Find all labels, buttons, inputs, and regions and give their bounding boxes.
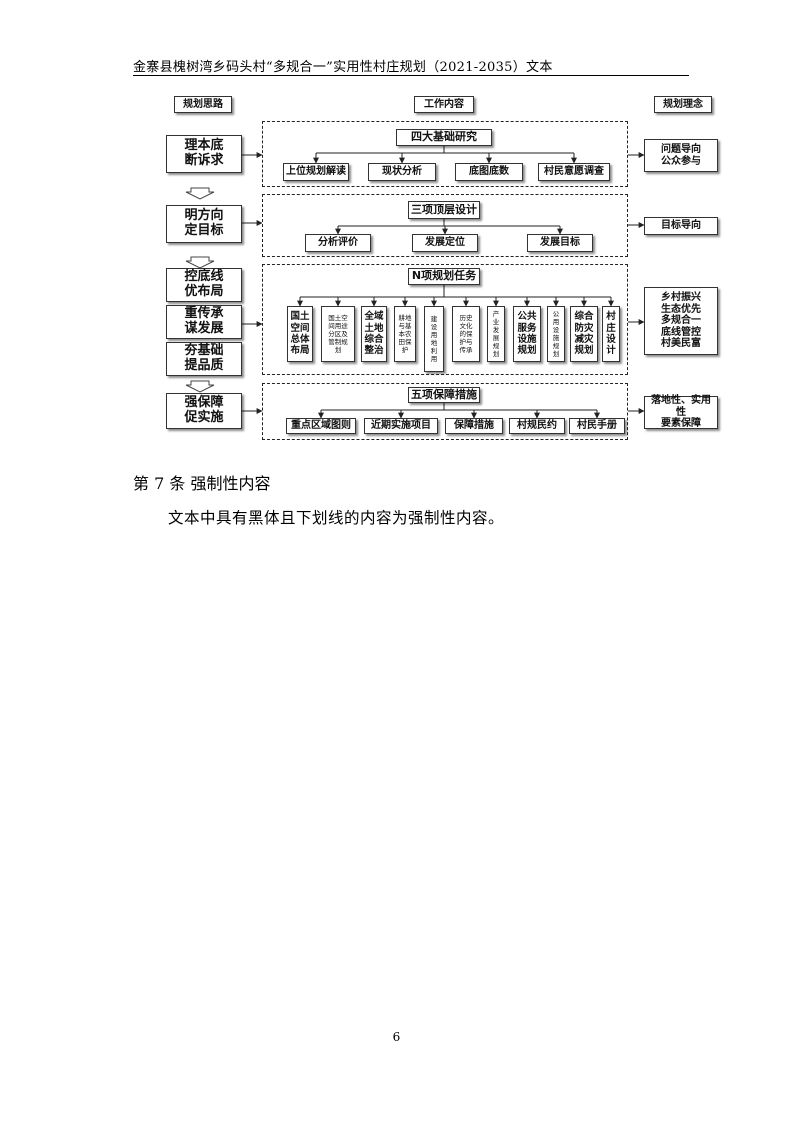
left-box-foundation: 夯基础 提品质 [166, 342, 242, 376]
diagram-connectors [185, 146, 645, 419]
task-heritage-protection: 历史 文化 的保 护与 传承 [452, 306, 480, 362]
section-title-top-design: 三项顶层设计 [408, 201, 480, 219]
task-utilities-planning: 公 用 设 施 规 划 [547, 306, 565, 362]
task-disaster-prevention: 综合 防灾 减灾 规划 [570, 306, 598, 362]
right-box-practicality: 落地性、实用性 要素保障 [644, 395, 718, 429]
section-top-design [262, 194, 628, 257]
task-village-design: 村 庄 设 计 [602, 306, 620, 362]
section-basic-research [262, 121, 628, 187]
page-number: 6 [392, 1030, 401, 1044]
section-title-guarantee-measures: 五项保障措施 [408, 387, 480, 403]
right-box-goal-oriented: 目标导向 [644, 217, 718, 235]
task-land-use-zoning: 国土空 间用途 分区及 管制规 划 [321, 306, 355, 362]
left-box-guarantee: 强保障 促实施 [166, 393, 242, 429]
task-construction-land: 建 设 用 地 利 用 [424, 306, 444, 372]
article-title: 第 7 条 强制性内容 [133, 474, 271, 493]
down-arrow-icon [185, 380, 215, 393]
left-box-heritage: 重传承 谋发展 [166, 305, 242, 339]
left-box-baseline: 理本底 断诉求 [166, 135, 242, 173]
item-base-map: 底图底数 [455, 163, 523, 181]
right-box-problem-oriented: 问题导向 公众参与 [644, 139, 718, 172]
item-safeguard-measures: 保障措施 [445, 418, 503, 434]
task-industry-planning: 产 业 发 展 规 划 [487, 306, 505, 362]
left-box-bottomline: 控底线 优布局 [166, 268, 242, 302]
item-positioning: 发展定位 [412, 234, 478, 252]
header-rule [133, 75, 689, 76]
down-arrow-icon [185, 187, 215, 200]
article-body: 文本中具有黑体且下划线的内容为强制性内容。 [168, 509, 505, 527]
item-villager-handbook: 村民手册 [569, 418, 625, 434]
item-status-analysis: 现状分析 [368, 163, 436, 181]
column-header-work-content: 工作内容 [414, 96, 474, 113]
item-development-goals: 发展目标 [527, 234, 593, 252]
planning-framework-diagram: 规划思路 工作内容 规划理念 理本底 断诉求 明方向 定目标 控底线 优布局 重… [0, 0, 793, 460]
down-arrow-icon [185, 256, 215, 269]
item-upper-plan: 上位规划解读 [283, 163, 349, 181]
page-header: 金寨县槐树湾乡码头村“多规合一”实用性村庄规划（2021-2035）文本 [133, 60, 553, 75]
item-key-area-plans: 重点区域图则 [286, 418, 356, 434]
item-analysis-evaluation: 分析评价 [305, 234, 371, 252]
task-land-consolidation: 全域 土地 综合 整治 [361, 306, 387, 362]
section-guarantee-measures [262, 383, 628, 440]
right-box-rural-revitalization: 乡村振兴 生态优先 多规合一 底线管控 村美民富 [644, 287, 718, 355]
section-title-basic-research: 四大基础研究 [396, 129, 492, 146]
left-box-direction: 明方向 定目标 [166, 205, 242, 243]
item-villager-survey: 村民意愿调查 [538, 163, 610, 181]
section-title-planning-tasks: N项规划任务 [408, 268, 480, 285]
task-public-services: 公共 服务 设施 规划 [513, 306, 541, 362]
section-planning-tasks [262, 264, 628, 375]
column-header-planning-concept: 规划理念 [654, 96, 712, 113]
task-farmland-protection: 耕地 与基 本农 田保 护 [394, 306, 416, 362]
item-village-rules: 村规民约 [509, 418, 565, 434]
item-near-term-projects: 近期实施项目 [364, 418, 438, 434]
column-header-planning-approach: 规划思路 [174, 96, 232, 113]
task-spatial-layout: 国土 空间 总体 布局 [287, 306, 313, 362]
